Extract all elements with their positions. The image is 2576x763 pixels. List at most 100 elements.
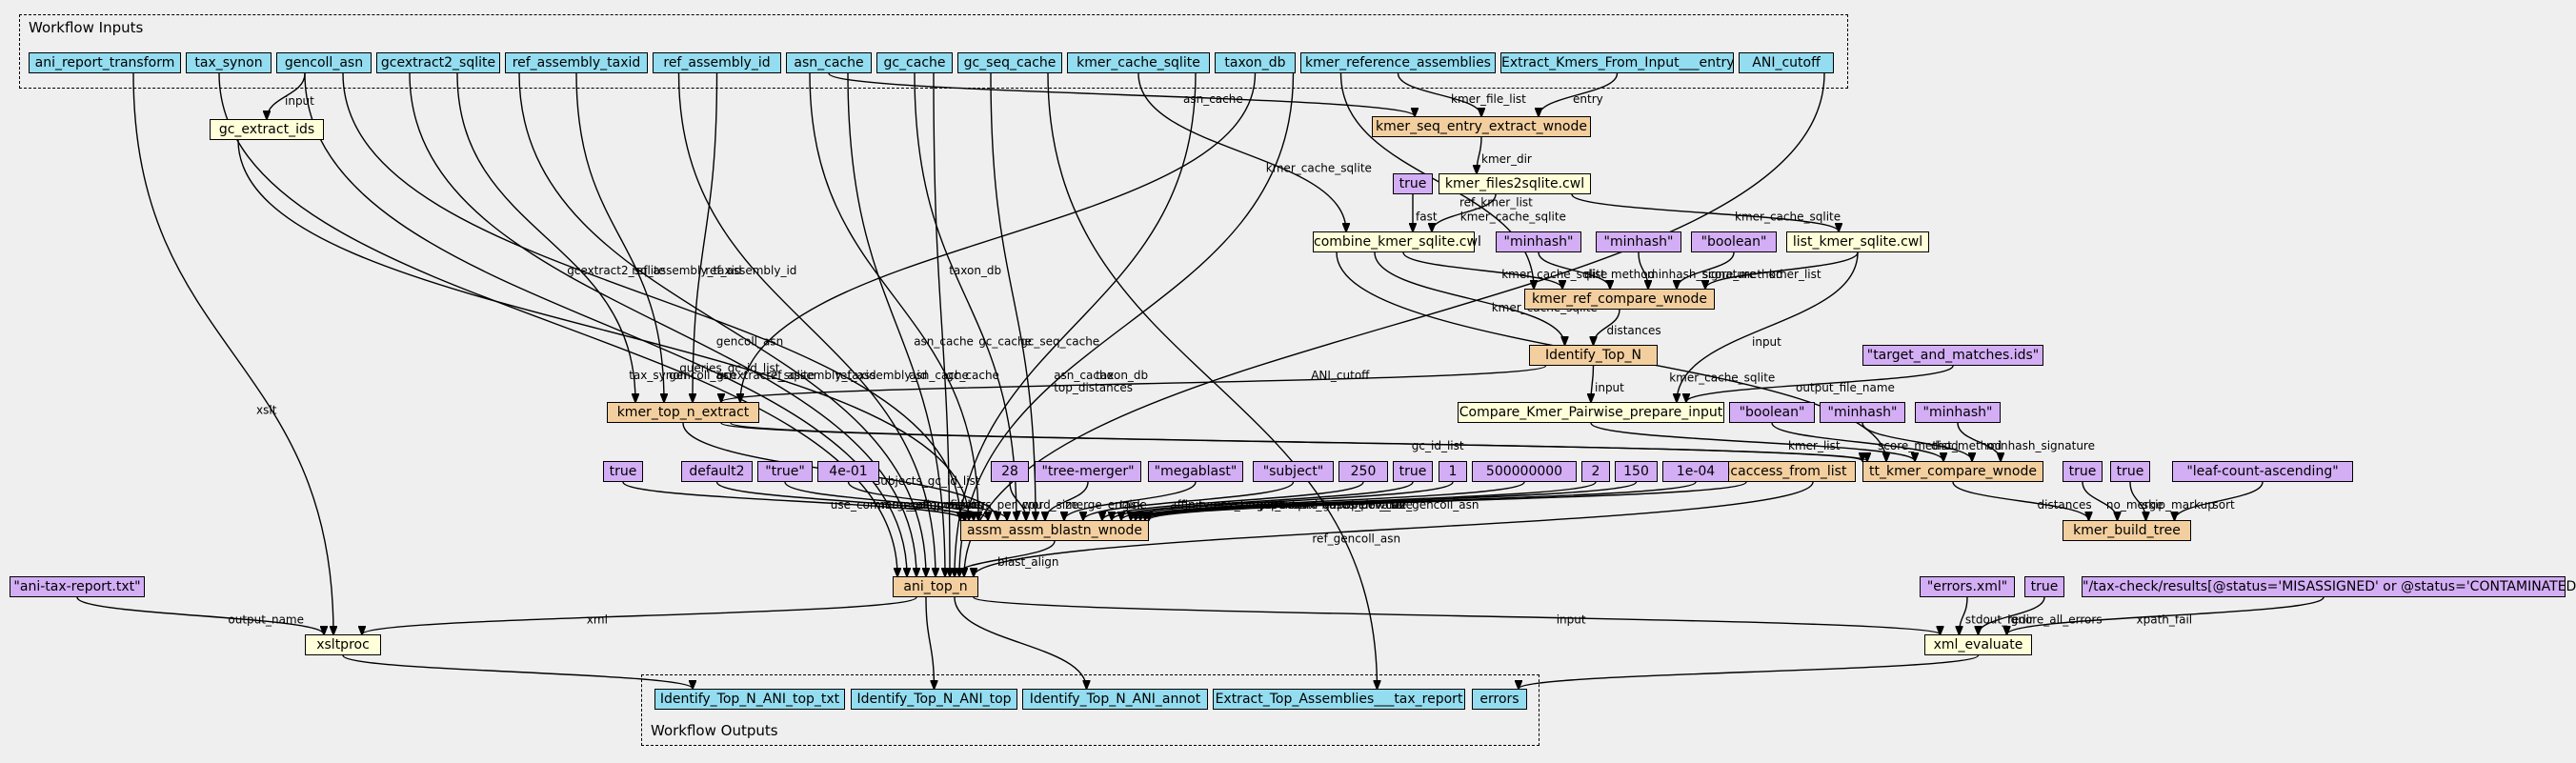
edge-label-merge-engine: merge_engine (1065, 498, 1147, 512)
edge-label-ani-cutoff: ANI_cutoff (1311, 369, 1370, 382)
edge-label-ref-gencoll-asn: ref_gencoll_asn (1391, 498, 1479, 512)
edge-label-distances: distances (2038, 498, 2092, 512)
workflow-outputs-cluster (641, 674, 1540, 746)
node-kmer-top-n-extract: kmer_top_n_extract (607, 402, 759, 423)
edge-p_tig-s_xev (1979, 596, 2045, 634)
node-ref-assembly-taxid: ref_assembly_taxid (505, 52, 648, 73)
edge-in_rat-s_ani (518, 72, 926, 576)
edge-s_cks-s_itn (1374, 251, 1565, 345)
edge-label-word-size: word_size (1022, 498, 1078, 512)
edge-label-queries-gc-id-list: queries_gc_id_list (679, 361, 780, 374)
node-gencoll-asn: gencoll_asn (276, 52, 372, 73)
node-identify-top-n: Identify_Top_N (1529, 345, 1658, 366)
edge-in_gce-s_kte (456, 72, 635, 402)
edge-p_4e-s_aab (847, 481, 1008, 520)
node-p-minhash1: "minhash" (1496, 231, 1581, 252)
workflow-inputs-label: Workflow Inputs (29, 19, 144, 36)
node-extract-kmers-entry: Extract_Kmers_From_Input___entry (1500, 52, 1735, 73)
edge-label-stdout-redir: stdout_redir (1965, 612, 2034, 626)
edge-in_eke-s_kse (1539, 72, 1619, 116)
edge-label-xslt: xslt (256, 403, 277, 416)
edge-label-gencoll-asn: gencoll_asn (716, 334, 783, 348)
workflow-inputs-cluster (19, 14, 1848, 89)
edge-label-kmer-dir: kmer_dir (1481, 152, 1532, 166)
edge-label-top-distances: top_distances (1054, 381, 1133, 394)
edge-in_gca-s_ani (304, 72, 907, 576)
node-ani-top-n: ani_top_n (893, 576, 978, 597)
edge-label-gcextract2-sqlite: gcextract2_sqlite (716, 369, 815, 382)
edge-p_28-s_aab (1009, 481, 1026, 520)
edge-label-window-size: window_size (1341, 498, 1413, 512)
node-errors: errors (1472, 689, 1527, 710)
edge-s_itn-s_kte (721, 365, 1547, 402)
node-p-250: 250 (1338, 461, 1388, 482)
edge-label-gapextend: gapextend (1257, 498, 1318, 512)
edge-label-xml: xml (587, 612, 608, 626)
node-p-4e01: 4e-01 (817, 461, 879, 482)
edge-in_asn-s_kse (828, 72, 1415, 116)
node-assm-assm-blastn-wnode: assm_assm_blastn_wnode (960, 520, 1149, 541)
node-ani-report-transform: ani_report_transform (29, 52, 181, 73)
edge-in_asn-s_ani (847, 72, 945, 576)
edge-in_rat-s_kte (575, 72, 664, 402)
node-tax-report: Extract_Top_Assemblies___tax_report (1213, 689, 1465, 710)
edge-label-gc-id-list: gc_id_list (1412, 439, 1464, 452)
node-p-500000000: 500000000 (1472, 461, 1577, 482)
node-kmer-cache-sqlite: kmer_cache_sqlite (1067, 52, 1210, 73)
node-p-minhash3: "minhash" (1820, 402, 1905, 423)
edge-in_kcs-s_ani (955, 72, 1197, 576)
node-p-boolean2: "boolean" (1729, 402, 1815, 423)
edge-label-no-merge: no_merge (2106, 498, 2163, 512)
edge-label-kmer-cache-sqlite: kmer_cache_sqlite (1460, 210, 1566, 223)
edge-s_krc-s_itn (1594, 309, 1620, 345)
edge-s_lks-s_krc (1705, 251, 1859, 289)
node-ani-cutoff: ANI_cutoff (1739, 52, 1834, 73)
edge-label-asn-cache: asn_cache (1183, 92, 1243, 106)
node-p-1e04: 1e-04 (1662, 461, 1729, 482)
edge-label-score-method: score_method (1878, 439, 1959, 452)
edge-label-xpath-fail: xpath_fail (2137, 612, 2193, 626)
edge-p_2-s_aab (1136, 481, 1597, 520)
edge-in_gca-s_aab (342, 72, 960, 520)
edge-in_asn-s_aab (809, 72, 978, 520)
edge-label-kmer-cache-sqlite: kmer_cache_sqlite (1501, 268, 1607, 281)
edge-s_cks-s_krc (1402, 251, 1562, 289)
node-annot: Identify_Top_N_ANI_annot (1022, 689, 1208, 710)
edge-in_gcc-s_ani (933, 72, 950, 576)
node-p-tree-merger: "tree-merger" (1035, 461, 1141, 482)
edge-label-gencoll-asn: gencoll_asn (669, 369, 735, 382)
edge-p_err-s_xev (1960, 596, 1968, 634)
node-tt-kmer-compare-wnode: tt_kmer_compare_wnode (1862, 461, 2043, 482)
edge-label-distances: distances (1607, 324, 1661, 337)
edge-label-subjects-gc-id-list: subjects_gc_id_list (875, 474, 980, 488)
edge-s_bo1-s_krc (1677, 251, 1735, 289)
node-ref-assembly-id: ref_assembly_id (653, 52, 781, 73)
edge-s_kte-s_ttk (730, 422, 1862, 461)
edge-label-kmer-cache-sqlite: kmer_cache_sqlite (1266, 162, 1372, 175)
node-kmer-files2sqlite: kmer_files2sqlite.cwl (1439, 173, 1591, 194)
node-p-default2: default2 (681, 461, 753, 482)
edge-in_rai-s_kte (693, 72, 718, 402)
node-p-boolean1: "boolean" (1691, 231, 1777, 252)
edge-label-ref-assembly-id: ref_assembly_id (835, 369, 927, 382)
edge-in_kcs-s_cks (1137, 72, 1346, 231)
edge-label-soft-masking: soft_masking (910, 498, 985, 512)
node-compare-kmer-pairwise: Compare_Kmer_Pairwise_prepare_input (1458, 402, 1724, 423)
edge-label-task: task (1119, 498, 1143, 512)
edge-in_rai-s_ani (677, 72, 936, 576)
edge-label-input: input (1595, 381, 1624, 394)
node-top: Identify_Top_N_ANI_top (851, 689, 1017, 710)
edge-label-workers-per-cpu: workers_per_cpu (946, 498, 1042, 512)
node-list-kmer-sqlite: list_kmer_sqlite.cwl (1786, 231, 1929, 252)
edge-label-merge-align-filter: merge_align_filter (874, 498, 976, 512)
edge-label-ref-kmer-list: ref_kmer_list (1459, 196, 1533, 210)
node-p-150: 150 (1615, 461, 1658, 482)
edge-p_xp-s_xev (2007, 596, 2324, 634)
edge-p_sj-s_aab (1083, 481, 1295, 520)
edge-s_lks-s_ckp (1677, 251, 1859, 402)
edge-in_txd-s_ani (959, 72, 1295, 576)
edge-label-tax-synon: tax_synon (629, 369, 687, 382)
edge-s_ani-o_ann (954, 596, 1087, 689)
edge-label-gcextract2-sqlite: gcextract2_sqlite (567, 264, 665, 277)
edge-label-kmer-file-list: kmer_file_list (1451, 92, 1526, 106)
